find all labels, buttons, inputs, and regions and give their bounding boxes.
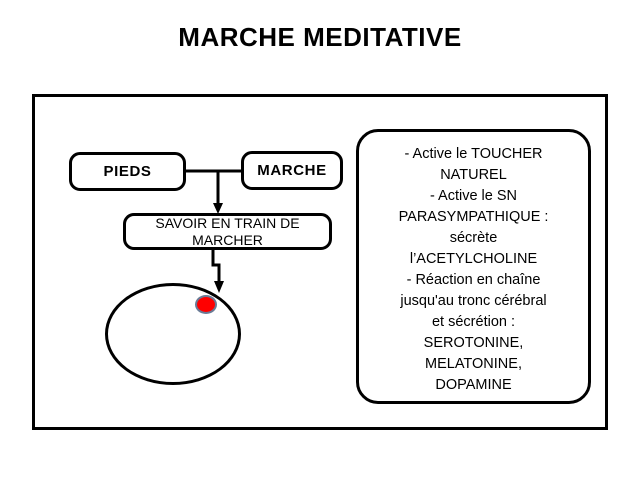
node-pieds: PIEDS: [69, 152, 186, 191]
page-title: MARCHE MEDITATIVE: [178, 22, 462, 52]
node-savoir-en-train-de-marcher: SAVOIR EN TRAIN DE MARCHER: [123, 213, 332, 250]
red-dot-marker: [195, 295, 217, 314]
effects-text-panel: - Active le TOUCHER NATUREL - Active le …: [356, 129, 591, 404]
node-pieds-label: PIEDS: [103, 163, 152, 180]
node-marche-label: MARCHE: [257, 162, 327, 179]
effects-text: - Active le TOUCHER NATUREL - Active le …: [398, 146, 549, 393]
ellipse-head: [105, 283, 241, 385]
node-savoir-label: SAVOIR EN TRAIN DE MARCHER: [155, 214, 300, 248]
node-marche: MARCHE: [241, 151, 343, 190]
